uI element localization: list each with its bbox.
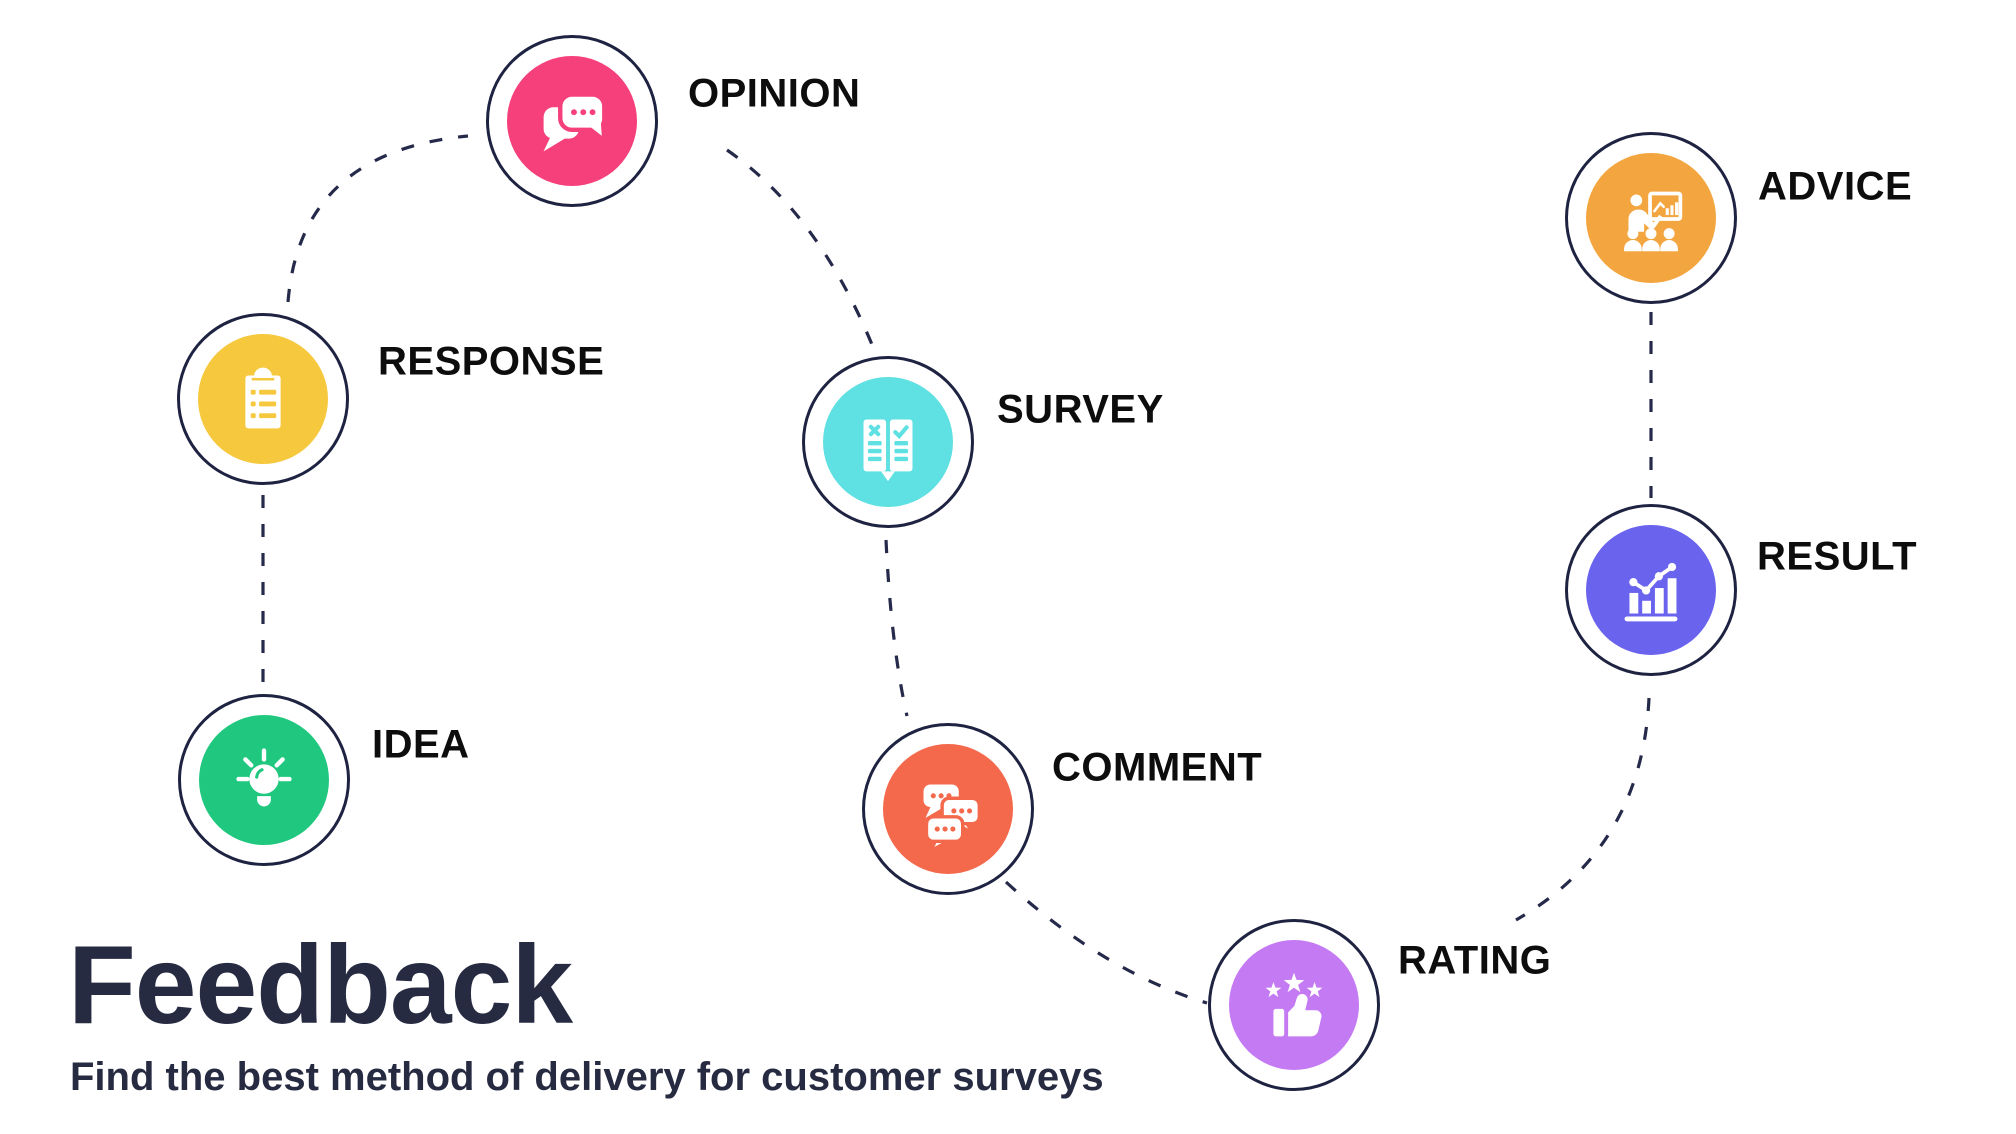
connector-survey-comment — [884, 539, 909, 717]
chat-group-icon — [901, 762, 995, 856]
open-book-icon — [841, 395, 935, 489]
presentation-icon — [1604, 171, 1698, 265]
connector-opinion-survey — [726, 148, 875, 348]
bar-chart-icon — [1604, 543, 1698, 637]
node-circle-opinion — [507, 56, 637, 186]
node-response — [177, 313, 349, 485]
node-label-survey: SURVEY — [997, 387, 1164, 432]
node-label-rating: RATING — [1398, 938, 1552, 983]
node-advice — [1565, 132, 1737, 304]
node-circle-result — [1586, 525, 1716, 655]
node-opinion — [486, 35, 658, 207]
title-block: Feedback Find the best method of deliver… — [68, 930, 1104, 1100]
node-circle-comment — [883, 744, 1013, 874]
connector-response-opinion — [286, 134, 469, 303]
node-rating — [1208, 919, 1380, 1091]
chat-bubbles-icon — [525, 74, 619, 168]
node-circle-response — [198, 334, 328, 464]
node-label-advice: ADVICE — [1758, 164, 1913, 209]
clipboard-icon — [216, 352, 310, 446]
page-subtitle: Find the best method of delivery for cus… — [70, 1055, 1104, 1099]
node-circle-idea — [199, 715, 329, 845]
node-circle-survey — [823, 377, 953, 507]
node-label-opinion: OPINION — [688, 71, 861, 116]
node-label-response: RESPONSE — [378, 339, 605, 384]
node-idea — [178, 694, 350, 866]
connector-result-rating — [1515, 697, 1651, 922]
node-circle-advice — [1586, 153, 1716, 283]
node-label-idea: IDEA — [372, 722, 470, 767]
node-circle-rating — [1229, 940, 1359, 1070]
node-result — [1565, 504, 1737, 676]
node-survey — [802, 356, 974, 528]
page-title: Feedback — [68, 923, 573, 1047]
node-comment — [862, 723, 1034, 895]
lightbulb-icon — [217, 733, 311, 827]
node-label-result: RESULT — [1757, 534, 1918, 579]
node-label-comment: COMMENT — [1052, 745, 1263, 790]
thumbs-up-stars-icon — [1247, 958, 1341, 1052]
